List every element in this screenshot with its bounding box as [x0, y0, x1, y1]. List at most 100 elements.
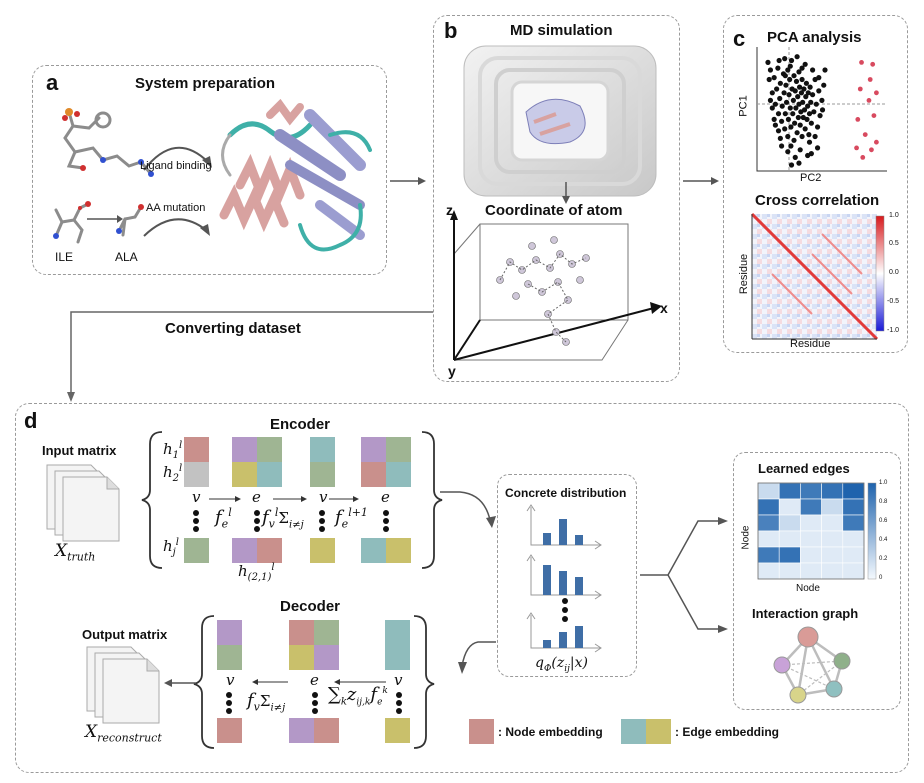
enc-e2-d: [386, 462, 411, 487]
edges-cb-3: 0.6: [879, 518, 888, 524]
edge-cell: [821, 482, 844, 500]
enc-e1-d: [257, 462, 282, 487]
edge-cell: [757, 498, 780, 516]
pca-point-black: [771, 116, 777, 122]
edge-cell: [778, 482, 801, 500]
enc-e-1: e: [252, 488, 261, 506]
panel-d: [15, 403, 909, 773]
pca-point-black: [798, 90, 805, 96]
panel-d-letter: d: [24, 408, 38, 433]
pca-point-black: [813, 101, 819, 107]
legend-node-label: : Node embedding: [498, 725, 603, 739]
dec-e-c: [289, 645, 314, 670]
pca-point-black: [796, 84, 803, 90]
ala-molecule: [116, 204, 144, 237]
edge-cell: [842, 562, 865, 580]
decoder-title: Decoder: [280, 598, 341, 615]
pca-point-black: [772, 101, 778, 107]
aa-mutation-label: AA mutation: [146, 202, 206, 214]
dec-v-1-c: [217, 718, 242, 743]
result-box: [733, 452, 901, 710]
cc-cb-4: -0.5: [887, 298, 900, 305]
pca-point-black: [804, 116, 810, 122]
edges-ylabel: Node: [740, 525, 752, 550]
pca-point-red: [867, 77, 873, 82]
pca-title: PCA analysis: [767, 29, 862, 46]
pca-point-black: [774, 86, 780, 92]
pca-point-black: [769, 105, 775, 111]
cc-title: Cross correlation: [755, 192, 880, 209]
converting-label: Converting dataset: [165, 320, 301, 337]
pca-point-black: [788, 162, 795, 168]
edge-cell: [842, 546, 865, 564]
ile-molecule: [53, 201, 91, 244]
pca-point-black: [799, 76, 805, 83]
pca-point-black: [796, 160, 802, 166]
cc-ylabel: Residue: [738, 253, 751, 295]
enc-node-1: [184, 437, 209, 462]
pca-point-black: [765, 59, 771, 65]
input-var: Xtruth: [55, 541, 96, 564]
edge-cell: [757, 546, 780, 564]
pca-point-red: [859, 60, 864, 65]
enc-e2-b: [386, 437, 411, 462]
pca-point-black: [791, 73, 797, 79]
cc-cb-5: -1.0: [887, 327, 900, 334]
edge-cell: [778, 562, 801, 580]
pca-point-black: [821, 82, 827, 88]
enc-e1-f: [257, 538, 282, 563]
concrete-bar: [543, 533, 551, 545]
pca-point-black: [792, 88, 798, 94]
edges-frame: [757, 482, 865, 580]
mutation-arrow: [87, 215, 123, 223]
enc-e1-a: [232, 437, 257, 462]
pca-point-black: [806, 132, 812, 138]
pca-point-black: [787, 63, 793, 69]
branch-arrows: [640, 517, 728, 633]
dec-v-1-b: [217, 645, 242, 670]
edge-cell: [757, 562, 780, 580]
hj-label: hjl: [163, 537, 179, 558]
pca-point-black: [783, 82, 789, 88]
pca-point-black: [782, 73, 788, 79]
concrete-box: [497, 474, 637, 677]
encoder-ellipsis: [193, 510, 389, 532]
concrete-bar-charts: [526, 504, 602, 653]
edge-cell: [821, 514, 844, 532]
pca-point-black: [779, 143, 785, 149]
edges-cb-5: 0.2: [879, 556, 888, 562]
dec-v-right: v: [394, 671, 403, 689]
cc-colorbar: [875, 215, 885, 332]
edge-cell: [842, 498, 865, 516]
enc-e2-e: [361, 538, 386, 563]
pca-point-black: [777, 135, 783, 141]
legend-edge-label: : Edge embedding: [675, 725, 780, 739]
pca-point-red: [871, 113, 877, 118]
axis-x-label: x: [660, 300, 668, 316]
dec-e-d: [314, 645, 339, 670]
pca-point-black: [795, 94, 801, 100]
concrete-ellipsis: [562, 598, 568, 622]
enc-e1-b: [257, 437, 282, 462]
pca-point-black: [769, 90, 775, 96]
pca-point-black: [816, 75, 822, 81]
pca-point-black: [816, 88, 822, 94]
ile-label: ILE: [55, 250, 74, 264]
pca-point-black: [810, 92, 816, 98]
pca-point-black: [787, 105, 793, 111]
legend-edge-swatch-2: [646, 719, 671, 744]
ligand-arrow: [143, 146, 212, 171]
enc-e-2: e: [381, 488, 390, 506]
arrow-b-to-c: [683, 177, 719, 185]
pca-point-black: [793, 78, 800, 84]
pca-point-black: [775, 111, 782, 117]
pca-point-black: [785, 116, 792, 122]
encoder-title: Encoder: [270, 416, 331, 433]
pca-point-black: [785, 149, 791, 155]
h2-label: h2l: [163, 463, 183, 484]
concrete-bar: [575, 535, 583, 545]
panel-c-letter: c: [733, 26, 746, 51]
pca-point-red: [855, 117, 861, 122]
pca-point-black: [799, 133, 805, 140]
pca-point-black: [794, 130, 800, 136]
